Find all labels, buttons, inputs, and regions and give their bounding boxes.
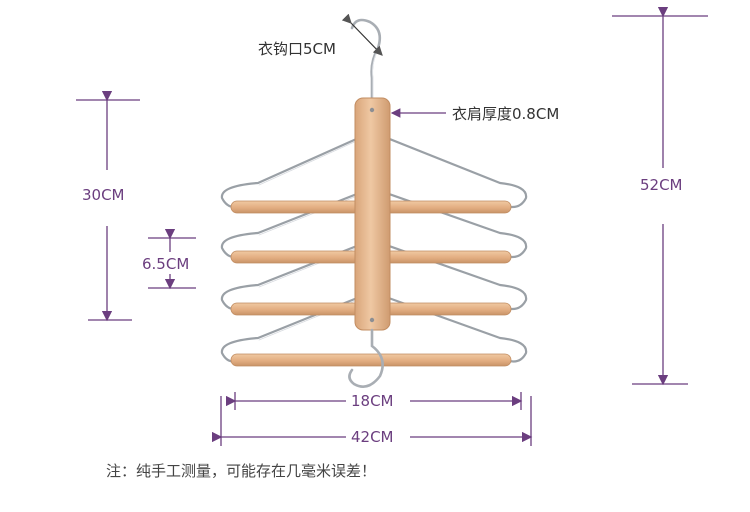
height-total-label: 52CM xyxy=(640,176,683,194)
measurement-note: 注：纯手工测量，可能存在几毫米误差！ xyxy=(106,462,377,480)
height-tiers-label: 30CM xyxy=(82,186,125,204)
height-total-dimension xyxy=(612,6,708,386)
wire-frames xyxy=(220,130,528,363)
bar-width-dimension xyxy=(225,392,523,410)
shoulder-thickness-label: 衣肩厚度0.8CM xyxy=(452,105,560,123)
wood-bar-4 xyxy=(230,353,512,367)
total-width-label: 42CM xyxy=(351,428,394,446)
hook-opening-label: 衣钩口5CM xyxy=(258,40,336,58)
hook-opening-dimension xyxy=(341,13,383,56)
top-hook xyxy=(350,18,382,100)
tier-spacing-dimension xyxy=(148,228,196,290)
bottom-hook xyxy=(348,328,384,388)
height-tiers-dimension xyxy=(76,90,140,322)
bar-width-label: 18CM xyxy=(351,392,394,410)
tier-spacing-label: 6.5CM xyxy=(142,255,190,273)
center-wood-post xyxy=(354,97,391,331)
total-width-dimension xyxy=(211,396,533,446)
